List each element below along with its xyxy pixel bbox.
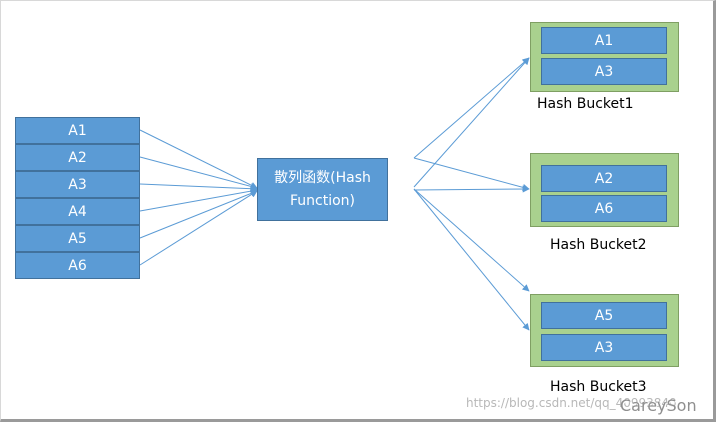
source-item-label: A1 (68, 122, 87, 139)
bucket-item-label: A6 (594, 200, 614, 217)
source-item-label: A6 (68, 257, 87, 274)
arrow-a1-to-hash (139, 129, 258, 189)
arrow-hash-to-bucket1-a (413, 57, 530, 159)
bucket-item-label: A5 (594, 307, 614, 324)
author-logo: CareySon (620, 396, 697, 415)
source-item-a1: A1 (15, 117, 140, 144)
bucket2-item-2: A6 (541, 195, 667, 222)
hash-bucket-1-label: Hash Bucket1 (537, 96, 634, 112)
bucket-item-label: A3 (594, 339, 614, 356)
hash-bucket-2-label: Hash Bucket2 (550, 237, 647, 253)
arrow-hash-to-bucket3-b (413, 188, 530, 331)
source-item-label: A3 (68, 176, 87, 193)
source-item-a3: A3 (15, 171, 140, 198)
bucket1-item-2: A3 (541, 58, 667, 85)
arrow-a6-to-hash (139, 190, 258, 266)
bucket3-item-1: A5 (541, 302, 667, 329)
arrow-a2-to-hash (139, 156, 258, 190)
arrow-hash-to-bucket2-a (413, 157, 530, 191)
hash-function-line1: 散列函数(Hash (274, 169, 371, 186)
source-item-a2: A2 (15, 144, 140, 171)
bucket-item-label: A2 (594, 170, 614, 187)
hash-bucket-3-label: Hash Bucket3 (550, 379, 647, 395)
source-item-label: A2 (68, 149, 87, 166)
source-item-a6: A6 (15, 252, 140, 279)
hash-function-line2: Function) (289, 192, 355, 209)
arrow-hash-to-bucket2-b (413, 185, 530, 193)
arrow-a5-to-hash (139, 190, 258, 239)
bucket-item-label: A3 (594, 63, 614, 80)
source-item-a5: A5 (15, 225, 140, 252)
arrow-hash-to-bucket3-a (413, 188, 530, 292)
arrow-a3-to-hash (139, 183, 258, 193)
source-item-label: A5 (68, 230, 87, 247)
bucket1-item-1: A1 (541, 27, 667, 54)
source-item-a4: A4 (15, 198, 140, 225)
bucket3-item-2: A3 (541, 334, 667, 361)
arrow-a4-to-hash (139, 187, 258, 212)
arrow-hash-to-bucket1-b (413, 57, 530, 188)
bucket2-item-1: A2 (541, 165, 667, 192)
watermark-url: https://blog.csdn.net/qq_40993840 (466, 396, 677, 410)
source-item-label: A4 (68, 203, 87, 220)
hash-function-box: 散列函数(Hash Function) (257, 158, 388, 221)
bucket-item-label: A1 (594, 32, 614, 49)
